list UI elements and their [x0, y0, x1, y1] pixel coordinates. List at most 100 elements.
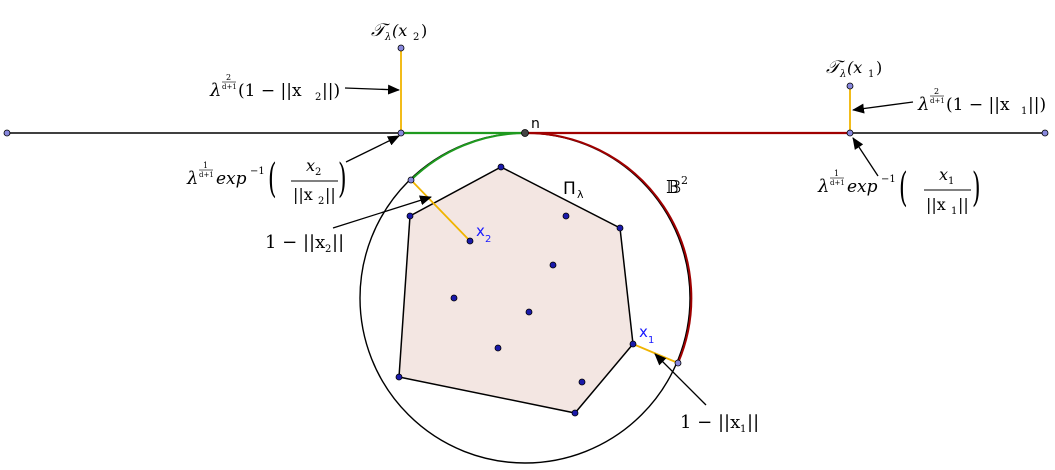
segment-x1-to-boundary — [632, 343, 679, 364]
svg-text:𝔹: 𝔹 — [666, 177, 681, 198]
vertex — [629, 340, 637, 348]
svg-text:||: || — [332, 232, 344, 253]
svg-text:): ) — [421, 21, 427, 40]
svg-text:): ) — [972, 164, 981, 211]
svg-text:2: 2 — [226, 73, 231, 82]
arrow-lambda-x2-height — [344, 84, 400, 95]
svg-text:d+1: d+1 — [930, 97, 945, 105]
svg-text:1: 1 — [948, 176, 954, 187]
svg-text:||): ||) — [1028, 95, 1046, 115]
tangent-left-endpoint — [3, 129, 11, 137]
svg-text:): ) — [876, 58, 882, 77]
svg-text:2: 2 — [315, 167, 321, 178]
svg-text:1: 1 — [648, 335, 654, 346]
vertex — [571, 409, 579, 417]
vertex — [406, 212, 414, 220]
svg-text:2: 2 — [485, 234, 491, 245]
svg-text:1: 1 — [203, 161, 208, 170]
svg-text:||: || — [747, 412, 759, 433]
svg-text:d+1: d+1 — [222, 83, 237, 91]
svg-text:1: 1 — [951, 206, 957, 217]
svg-text:λ: λ — [917, 94, 929, 115]
svg-text:λ: λ — [839, 69, 846, 80]
label-x2: x 2 — [476, 222, 491, 245]
label-one-minus-x1: 1 − ||x 1 || — [680, 412, 759, 435]
interior-point — [549, 261, 557, 269]
interior-point — [494, 344, 502, 352]
arrow-lambda-x1-exp — [852, 137, 879, 177]
label-pi-lambda: Π λ — [563, 179, 584, 201]
svg-text:(: ( — [268, 155, 277, 202]
svg-text:λ: λ — [817, 176, 829, 197]
vertex — [497, 163, 505, 171]
svg-text:1 − ||x: 1 − ||x — [680, 412, 740, 433]
point-T-x2 — [397, 44, 405, 52]
svg-text:λ: λ — [209, 80, 221, 101]
point-boundary-x2 — [407, 176, 415, 184]
svg-text:2: 2 — [315, 92, 321, 103]
svg-text:λ: λ — [186, 168, 198, 189]
arrow-lambda-x1-height — [852, 101, 914, 114]
svg-text:(1 − ||x: (1 − ||x — [238, 81, 302, 101]
svg-text:d+1: d+1 — [830, 179, 845, 187]
svg-text:1: 1 — [740, 424, 746, 435]
label-T-x1: 𝒯 λ (x 1 ) — [826, 57, 882, 80]
svg-text:1: 1 — [868, 69, 874, 80]
svg-text:−1: −1 — [250, 166, 265, 177]
svg-text:exp: exp — [847, 177, 878, 197]
point-n — [521, 129, 529, 137]
vertex — [616, 224, 624, 232]
svg-text:x: x — [639, 323, 648, 341]
svg-text:λ: λ — [384, 32, 391, 43]
label-ball: 𝔹 2 — [666, 174, 688, 198]
arrow-lambda-x2-exp — [345, 135, 400, 163]
tangent-right-endpoint — [1041, 129, 1049, 137]
label-one-minus-x2: 1 − ||x 2 || — [265, 232, 344, 255]
label-lambda-x2-exp: λ 1 d+1 exp −1 ( x 2 ||x 2 || ) — [186, 155, 347, 207]
svg-text:x: x — [939, 165, 948, 184]
points — [3, 44, 1049, 417]
point-boundary-x1 — [674, 359, 682, 367]
segment-x2-to-boundary — [410, 179, 471, 242]
svg-text:||): ||) — [322, 81, 340, 101]
point-x2 — [466, 237, 474, 245]
svg-text:(: ( — [899, 164, 908, 211]
label-T-x2: 𝒯 λ (x 2 ) — [371, 20, 427, 43]
svg-text:||: || — [325, 185, 336, 204]
label-lambda-x1-height: λ 2 d+1 (1 − ||x 1 ||) — [917, 87, 1046, 117]
svg-text:Π: Π — [563, 179, 576, 199]
svg-text:exp: exp — [216, 169, 247, 189]
svg-text:||x: ||x — [926, 195, 946, 214]
interior-point — [578, 378, 586, 386]
arc-red — [524, 131, 693, 364]
svg-text:x: x — [476, 222, 485, 240]
svg-text:d+1: d+1 — [199, 171, 214, 179]
vertex — [395, 373, 403, 381]
label-lambda-x1-exp: λ 1 d+1 exp −1 ( x 1 ||x 1 || ) — [817, 164, 981, 217]
label-x1: x 1 — [639, 323, 654, 346]
svg-text:2: 2 — [681, 174, 688, 187]
svg-text:(1 − ||x: (1 − ||x — [946, 95, 1010, 115]
arrow-one-minus-x1 — [654, 353, 707, 406]
point-T-x1 — [846, 82, 854, 90]
svg-text:||x: ||x — [293, 185, 313, 204]
svg-text:2: 2 — [413, 32, 419, 43]
svg-text:1 − ||x: 1 − ||x — [265, 232, 325, 253]
svg-text:(x: (x — [847, 58, 862, 77]
svg-text:−1: −1 — [881, 174, 896, 185]
svg-text:(x: (x — [392, 21, 407, 40]
svg-text:2: 2 — [318, 196, 324, 207]
interior-point — [562, 212, 570, 220]
label-lambda-x2-height: λ 2 d+1 (1 − ||x 2 ||) — [209, 73, 340, 103]
svg-text:1: 1 — [1021, 106, 1027, 117]
interior-point — [525, 308, 533, 316]
svg-text:2: 2 — [934, 87, 939, 96]
label-n: n — [531, 116, 540, 132]
point-exp-x1 — [846, 129, 854, 137]
svg-text:2: 2 — [325, 244, 331, 255]
svg-text:λ: λ — [577, 188, 584, 201]
svg-text:x: x — [306, 156, 315, 175]
point-exp-x2 — [397, 129, 405, 137]
svg-text:||: || — [958, 195, 969, 214]
